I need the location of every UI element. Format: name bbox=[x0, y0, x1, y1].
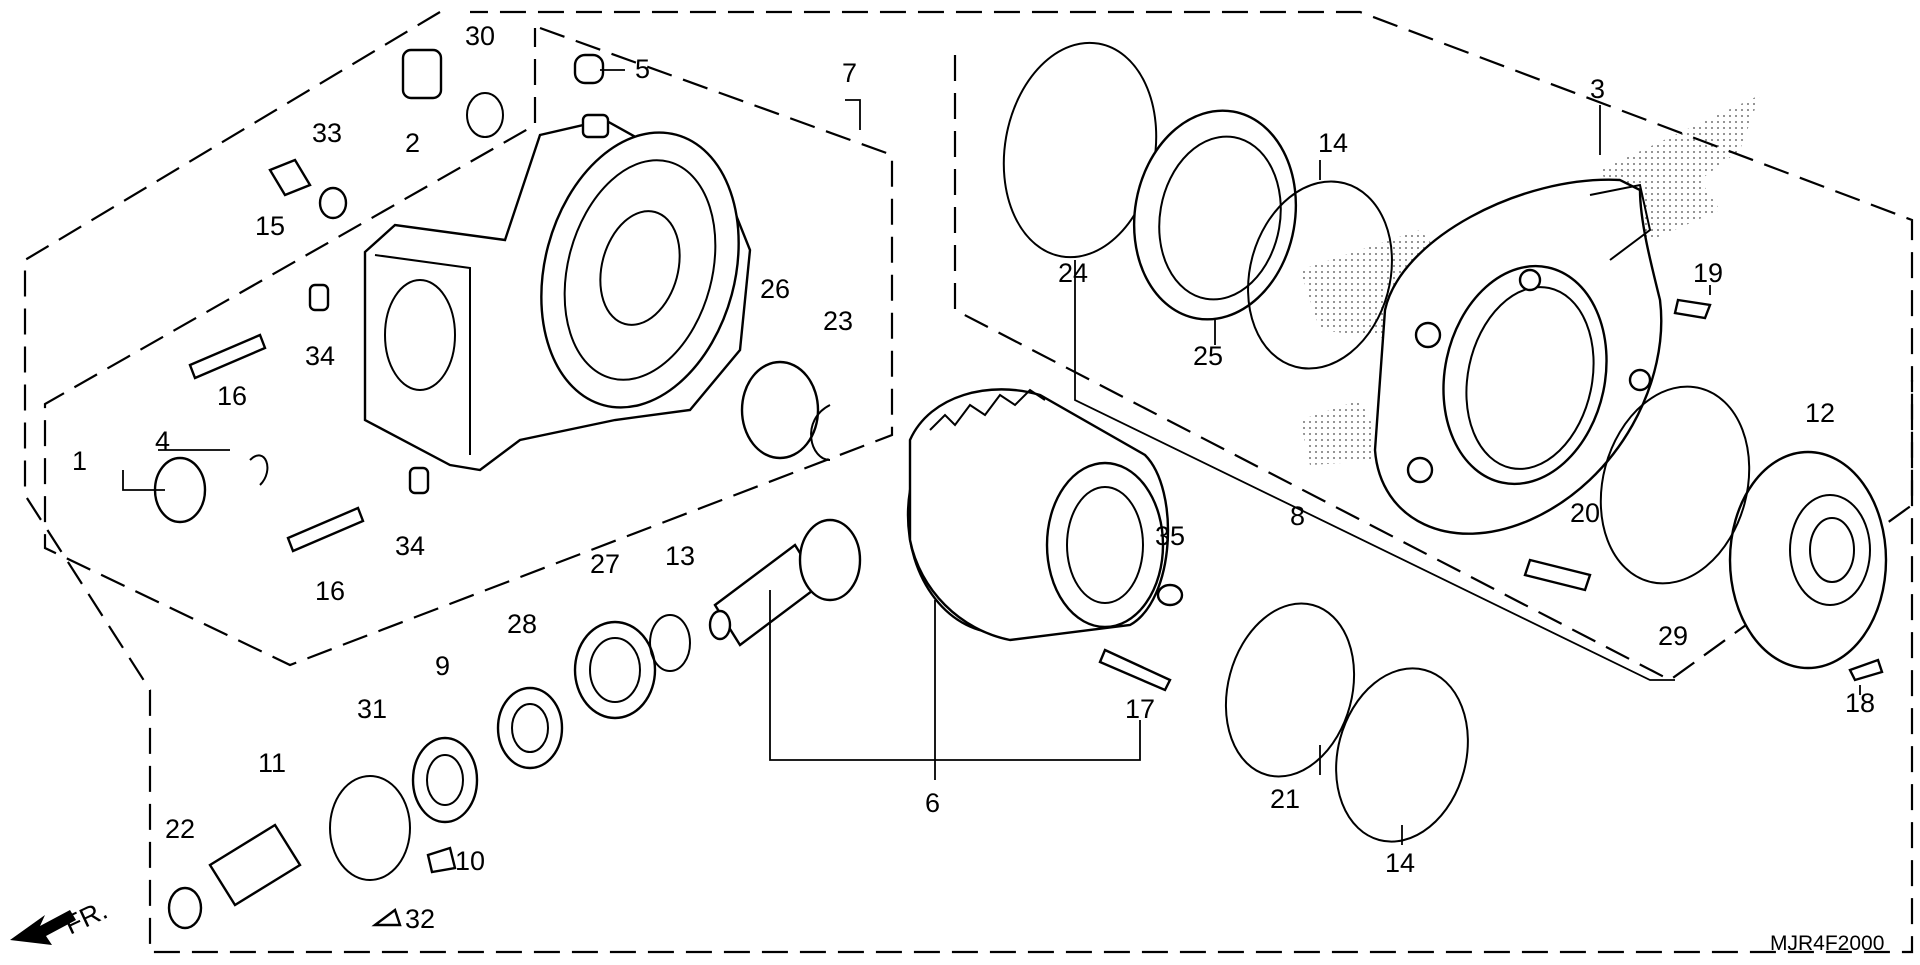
callout-c14b: 14 bbox=[1385, 848, 1415, 878]
callout-c26: 26 bbox=[760, 274, 790, 304]
assembly-frames bbox=[23, 10, 1914, 954]
callout-c11: 11 bbox=[258, 748, 286, 778]
gear-case-housing bbox=[363, 113, 752, 472]
callout-c10: 10 bbox=[455, 846, 485, 876]
callout-c16a: 16 bbox=[217, 381, 247, 411]
callout-c24: 24 bbox=[1058, 258, 1088, 288]
diagram-code-label: MJR4F2000 bbox=[1770, 932, 1884, 955]
callout-c8: 8 bbox=[1290, 501, 1305, 531]
callout-c3: 3 bbox=[1590, 74, 1605, 104]
callout-c6: 6 bbox=[925, 788, 940, 818]
callout-c5: 5 bbox=[635, 54, 650, 84]
callout-c2: 2 bbox=[405, 128, 420, 158]
callout-c23: 23 bbox=[823, 306, 853, 336]
callout-c19: 19 bbox=[1693, 258, 1723, 288]
callout-c13: 13 bbox=[665, 541, 695, 571]
callout-c18: 18 bbox=[1845, 688, 1875, 718]
callout-labels: FR. MJR4F2000 12345678910111213141415161… bbox=[60, 21, 1885, 955]
callout-c34b: 34 bbox=[395, 531, 425, 561]
callout-c20: 20 bbox=[1570, 498, 1600, 528]
callout-c4: 4 bbox=[155, 426, 170, 456]
damper-plate bbox=[1728, 450, 1888, 670]
callout-c15: 15 bbox=[255, 211, 285, 241]
callout-c17: 17 bbox=[1125, 694, 1155, 724]
front-direction-arrow-icon bbox=[10, 910, 76, 945]
callout-c28: 28 bbox=[507, 609, 537, 639]
callout-c27: 27 bbox=[590, 549, 620, 579]
callout-c22: 22 bbox=[165, 814, 195, 844]
callout-c14a: 14 bbox=[1318, 128, 1348, 158]
pinion-bearing-stack bbox=[329, 614, 691, 881]
front-marker-label: FR. bbox=[60, 895, 112, 941]
callout-c9: 9 bbox=[435, 651, 450, 681]
callout-c21: 21 bbox=[1270, 784, 1300, 814]
callout-c30: 30 bbox=[465, 21, 495, 51]
callout-c12: 12 bbox=[1805, 398, 1835, 428]
callout-c35: 35 bbox=[1155, 521, 1185, 551]
ring-gear bbox=[906, 388, 1170, 642]
leader-lines bbox=[122, 69, 1861, 845]
pinion-shaft bbox=[708, 518, 862, 647]
seal-and-bearing-set bbox=[1002, 41, 1751, 843]
callout-c7: 7 bbox=[842, 58, 857, 88]
callout-c29: 29 bbox=[1658, 621, 1688, 651]
callout-c1: 1 bbox=[72, 446, 87, 476]
callout-c33: 33 bbox=[312, 118, 342, 148]
callout-c25: 25 bbox=[1193, 341, 1223, 371]
callout-c16b: 16 bbox=[315, 576, 345, 606]
callout-c31: 31 bbox=[357, 694, 387, 724]
left-small-parts bbox=[153, 48, 1884, 930]
final-gear-case bbox=[1373, 178, 1663, 535]
callout-c34a: 34 bbox=[305, 341, 335, 371]
callout-c32: 32 bbox=[405, 904, 435, 934]
